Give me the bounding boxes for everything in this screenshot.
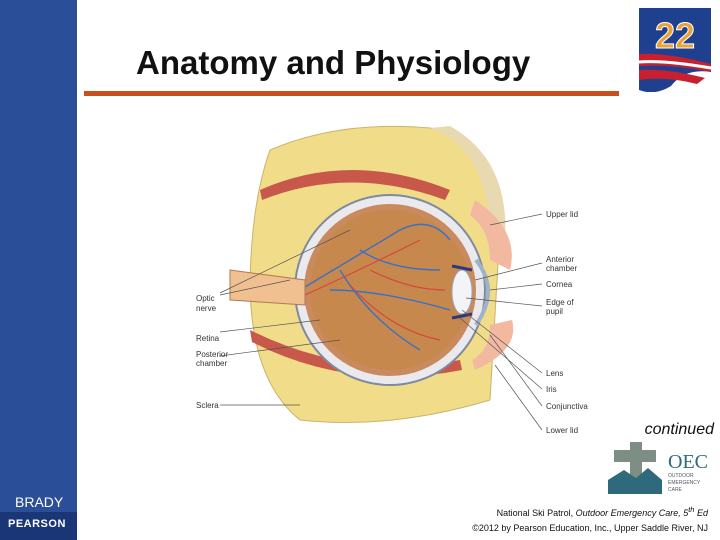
left-sidebar xyxy=(0,0,77,540)
credit-sup: th xyxy=(688,505,695,514)
oec-sub3: CARE xyxy=(668,487,683,493)
label-lens: Lens xyxy=(546,369,563,378)
lens xyxy=(451,269,473,315)
continued-label: continued xyxy=(644,421,714,438)
cornea xyxy=(474,258,490,327)
label-posterior: Posterior xyxy=(196,350,228,359)
label-cornea: Cornea xyxy=(546,280,573,289)
credit-edition: Ed xyxy=(694,508,708,518)
brady-label: BRADY xyxy=(15,494,64,510)
label-iris: Iris xyxy=(546,385,557,394)
label-pupil: pupil xyxy=(546,307,563,316)
label-anterior: Anterior xyxy=(546,255,574,264)
label-conjunctiva: Conjunctiva xyxy=(546,402,588,411)
eye-anatomy-figure: Upper lid Anterior chamber Cornea Edge o… xyxy=(196,125,588,435)
chapter-badge: 22 xyxy=(638,8,712,92)
vitreous-body xyxy=(310,210,470,370)
credit-prefix: National Ski Patrol, xyxy=(496,508,576,518)
pearson-logo-box xyxy=(0,512,77,540)
credit-line-2: ©2012 by Pearson Education, Inc., Upper … xyxy=(472,523,708,533)
label-posterior-chamber: chamber xyxy=(196,359,227,368)
badge-number: 22 xyxy=(655,15,695,56)
badge-stripe-white xyxy=(638,60,712,70)
label-anterior-chamber: chamber xyxy=(546,264,577,273)
lower-lid xyxy=(472,320,514,370)
label-retina: Retina xyxy=(196,334,220,343)
blood-vessels-blue xyxy=(299,223,451,351)
leader-lines xyxy=(219,213,543,431)
label-sclera: Sclera xyxy=(196,401,219,410)
badge-stripe-2 xyxy=(639,69,705,84)
credit-line-1: National Ski Patrol, Outdoor Emergency C… xyxy=(472,502,708,521)
page-title: Anatomy and Physiology xyxy=(136,44,531,81)
label-edge-of: Edge of xyxy=(546,298,574,307)
credit-book-title: Outdoor Emergency Care, 5 xyxy=(575,508,689,518)
blood-vessels-red xyxy=(304,239,446,341)
oec-sub2: EMERGENCY xyxy=(668,480,701,486)
title-underline xyxy=(84,91,619,96)
label-upper-lid: Upper lid xyxy=(546,210,578,219)
credit-text: National Ski Patrol, Outdoor Emergency C… xyxy=(472,502,708,536)
label-lower-lid: Lower lid xyxy=(546,426,578,435)
pearson-logo: PEARSON xyxy=(8,518,66,530)
upper-lid xyxy=(470,200,512,270)
oec-mountain-icon xyxy=(608,468,662,494)
oec-cross-icon xyxy=(614,442,656,494)
oec-logo: OEC OUTDOOR EMERGENCY CARE xyxy=(608,442,708,494)
iris xyxy=(451,264,473,320)
label-nerve: nerve xyxy=(196,304,217,313)
oec-sub1: OUTDOOR xyxy=(668,473,694,479)
label-optic: Optic xyxy=(196,294,215,303)
superior-muscle xyxy=(260,170,450,200)
oec-name: OEC xyxy=(668,451,708,473)
